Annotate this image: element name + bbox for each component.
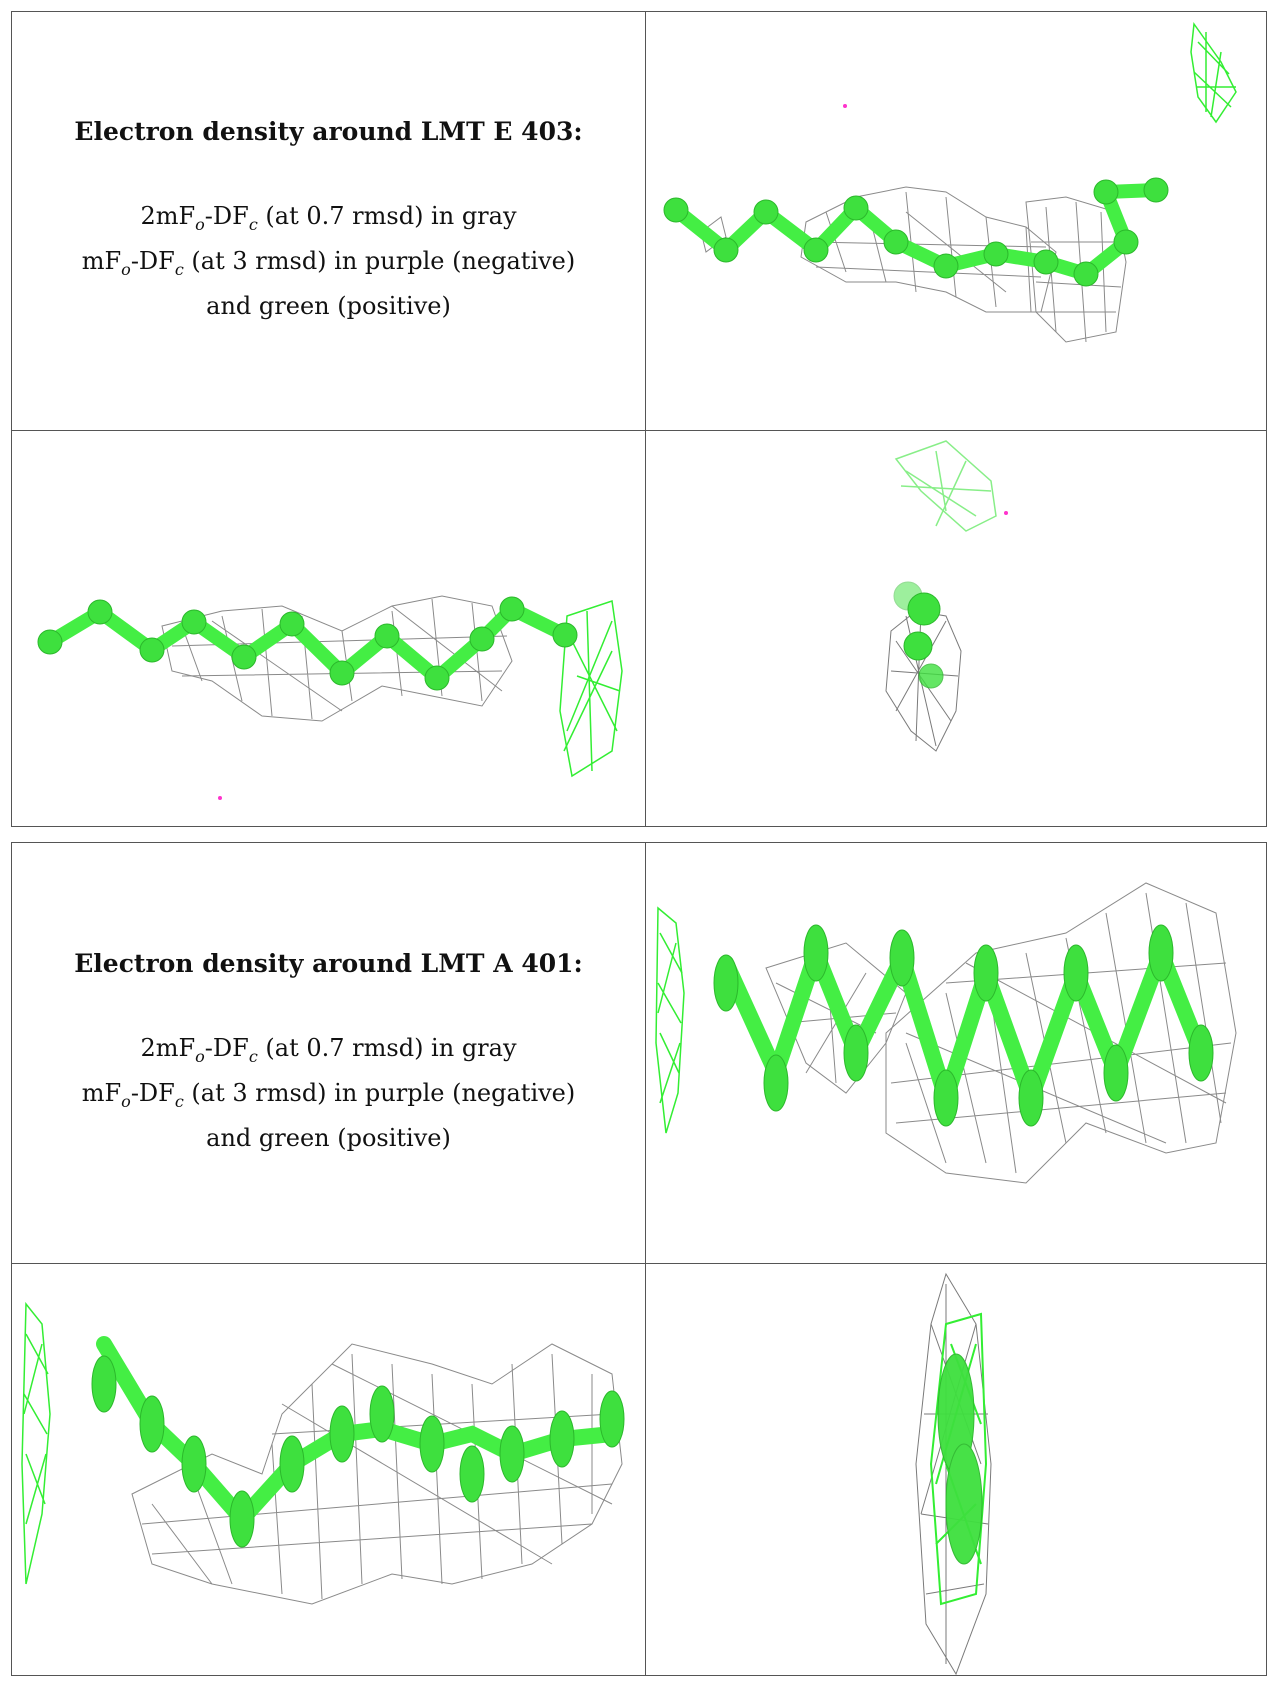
density-map-image (663, 21, 1237, 343)
ligand-atoms (91, 1355, 625, 1548)
ligand-atoms (937, 1353, 983, 1565)
ligand-model (718, 929, 1209, 1125)
density-view-end (646, 431, 1266, 827)
density-map-image (885, 440, 1008, 752)
horizontal-divider (12, 430, 1266, 431)
density-map-image (655, 882, 1237, 1184)
density-panel-lmt-e-403: Electron density around LMT E 403: 2mFo-… (11, 11, 1267, 827)
negative-density-blob (843, 104, 847, 108)
panel-title: Electron density around LMT A 401: (74, 949, 583, 979)
ligand-atoms (37, 596, 578, 691)
ligand-atoms (893, 581, 944, 689)
positive-density-mesh (21, 1301, 51, 1585)
horizontal-divider (12, 1263, 1266, 1264)
negative-density-blob (1004, 511, 1008, 515)
legend-line-2fofc: 2mFo-DFc (at 0.7 rmsd) in gray (140, 1034, 517, 1066)
ligand-atoms (713, 924, 1214, 1127)
positive-density-mesh (559, 600, 623, 778)
positive-density-mesh (1190, 21, 1237, 124)
panel-title: Electron density around LMT E 403: (74, 117, 583, 147)
negative-density-blob (218, 796, 222, 800)
density-map-image (21, 1301, 625, 1605)
legend-line-2fofc: 2mFo-DFc (at 0.7 rmsd) in gray (140, 202, 517, 234)
ligand-atoms (663, 177, 1169, 287)
legend-cell: Electron density around LMT E 403: 2mFo-… (12, 12, 645, 430)
density-panel-lmt-a-401: Electron density around LMT A 401: 2mFo-… (11, 842, 1267, 1676)
density-view-side-1 (646, 12, 1266, 430)
legend-line-green: and green (positive) (206, 291, 451, 320)
density-map-image (915, 1272, 992, 1675)
vertical-divider (645, 843, 646, 1675)
legend-line-fofc: mFo-DFc (at 3 rmsd) in purple (negative) (81, 1079, 576, 1111)
density-map-image (37, 595, 623, 800)
positive-density-mesh (894, 440, 997, 532)
legend-cell: Electron density around LMT A 401: 2mFo-… (12, 843, 645, 1263)
density-view-side-1 (646, 843, 1266, 1263)
legend-line-fofc: mFo-DFc (at 3 rmsd) in purple (negative) (81, 247, 576, 279)
legend-line-green: and green (positive) (206, 1123, 451, 1152)
positive-density-mesh (655, 906, 685, 1134)
density-view-end (646, 1264, 1266, 1675)
density-view-side-2 (12, 1264, 645, 1675)
density-view-side-2 (12, 431, 645, 827)
vertical-divider (645, 12, 646, 826)
